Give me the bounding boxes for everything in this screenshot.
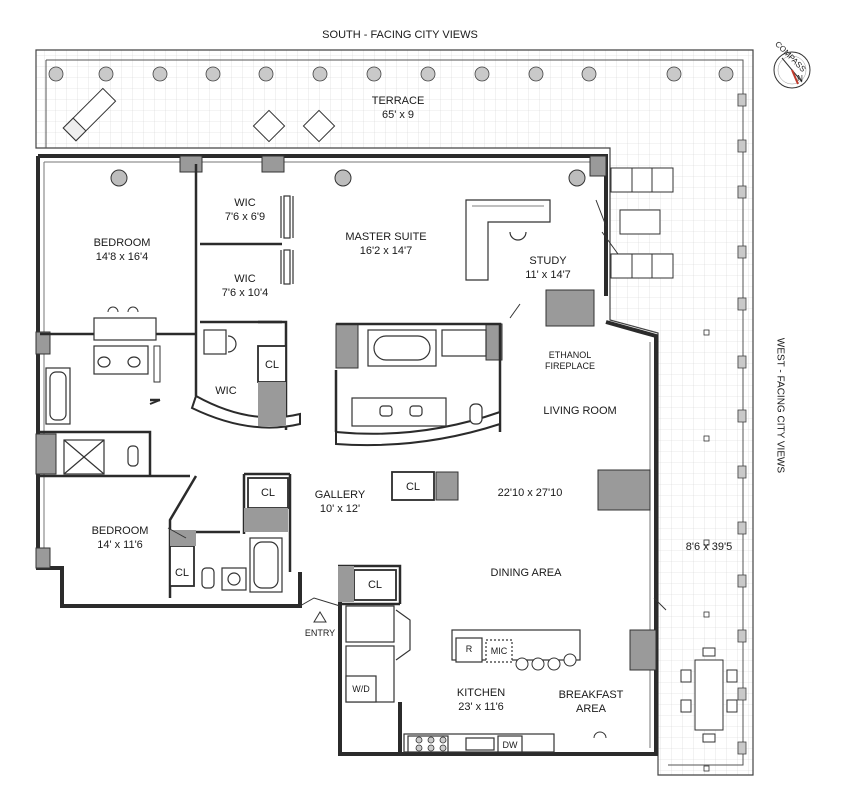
master-suite-name: MASTER SUITE bbox=[345, 231, 427, 243]
kitchen-name: KITCHEN bbox=[456, 687, 506, 699]
west-orientation-label: WEST - FACING CITY VIEWS bbox=[774, 337, 786, 474]
microwave-label: MIC bbox=[490, 646, 508, 656]
breakfast-area-line1: BREAKFAST bbox=[558, 689, 624, 701]
study-desk bbox=[465, 199, 551, 281]
columns bbox=[35, 155, 657, 671]
study-dim: 11' x 14'7 bbox=[525, 269, 571, 281]
closet-shading bbox=[170, 382, 354, 602]
breakfast-area-line2: AREA bbox=[576, 703, 606, 715]
south-orientation-label: SOUTH - FACING CITY VIEWS bbox=[322, 29, 478, 41]
wic-shelf bbox=[203, 329, 237, 355]
bedroom1-dim: 14'8 x 16'4 bbox=[95, 251, 149, 263]
wic-rods bbox=[280, 195, 294, 285]
door-swings bbox=[167, 199, 667, 611]
west-terrace-dim: 8'6 x 39'5 bbox=[685, 541, 733, 553]
entry-label: ENTRY bbox=[304, 628, 336, 638]
bath-one bbox=[45, 317, 157, 475]
master-bath bbox=[351, 329, 487, 427]
wic2-name: WIC bbox=[234, 273, 256, 285]
stove-burners bbox=[415, 736, 447, 752]
bedroom1-name: BEDROOM bbox=[93, 237, 151, 249]
bedroom2-name: BEDROOM bbox=[91, 525, 149, 537]
study-name: STUDY bbox=[529, 255, 567, 267]
gallery-dim: 10' x 12' bbox=[319, 503, 361, 515]
entry-marker bbox=[299, 597, 341, 623]
bedroom2-dim: 14' x 11'6 bbox=[97, 539, 143, 551]
closet-label-bedroom2: CL bbox=[174, 567, 190, 579]
washer-dryer-label: W/D bbox=[352, 684, 370, 694]
kitchen-dim: 23' x 11'6 bbox=[458, 701, 504, 713]
wic1-name: WIC bbox=[234, 197, 256, 209]
master-suite-dim: 16'2 x 14'7 bbox=[359, 245, 413, 257]
living-room-name: LIVING ROOM bbox=[543, 405, 617, 417]
closet-label-master: CL bbox=[264, 359, 280, 371]
ceiling-fixtures bbox=[110, 169, 586, 187]
closet-label-kitchen: CL bbox=[367, 579, 383, 591]
terrace-furniture bbox=[62, 87, 738, 743]
wic2-dim: 7'6 x 10'4 bbox=[221, 287, 269, 299]
closet-label-gallery-center: CL bbox=[405, 481, 421, 493]
terrace-name: TERRACE bbox=[371, 95, 425, 107]
dining-area-name: DINING AREA bbox=[490, 567, 562, 579]
west-planters bbox=[737, 93, 747, 755]
compass-north-label: N bbox=[797, 74, 803, 83]
wic1-dim: 7'6 x 6'9 bbox=[224, 211, 266, 223]
gallery-name: GALLERY bbox=[314, 489, 366, 501]
dishwasher-label: DW bbox=[502, 740, 518, 750]
ethanol-fireplace-line2: FIREPLACE bbox=[544, 361, 595, 371]
terrace-posts bbox=[703, 329, 710, 772]
window-lines bbox=[43, 161, 651, 748]
bath-one-rail bbox=[107, 306, 161, 383]
breakfast-stools bbox=[515, 653, 607, 739]
wic3-name: WIC bbox=[215, 385, 237, 397]
terrace-dim: 65' x 9 bbox=[381, 109, 415, 121]
ethanol-fireplace-line1: ETHANOL bbox=[548, 350, 592, 360]
apartment-floor bbox=[38, 156, 654, 752]
living-room-dim: 22'10 x 27'10 bbox=[497, 487, 563, 499]
closet-label-gallery-left: CL bbox=[260, 487, 276, 499]
terrace-planters bbox=[48, 66, 734, 82]
bath-two bbox=[201, 537, 283, 593]
kitchen-counters bbox=[345, 605, 581, 753]
refrigerator-label: R bbox=[465, 644, 473, 654]
compass-icon bbox=[773, 51, 811, 89]
